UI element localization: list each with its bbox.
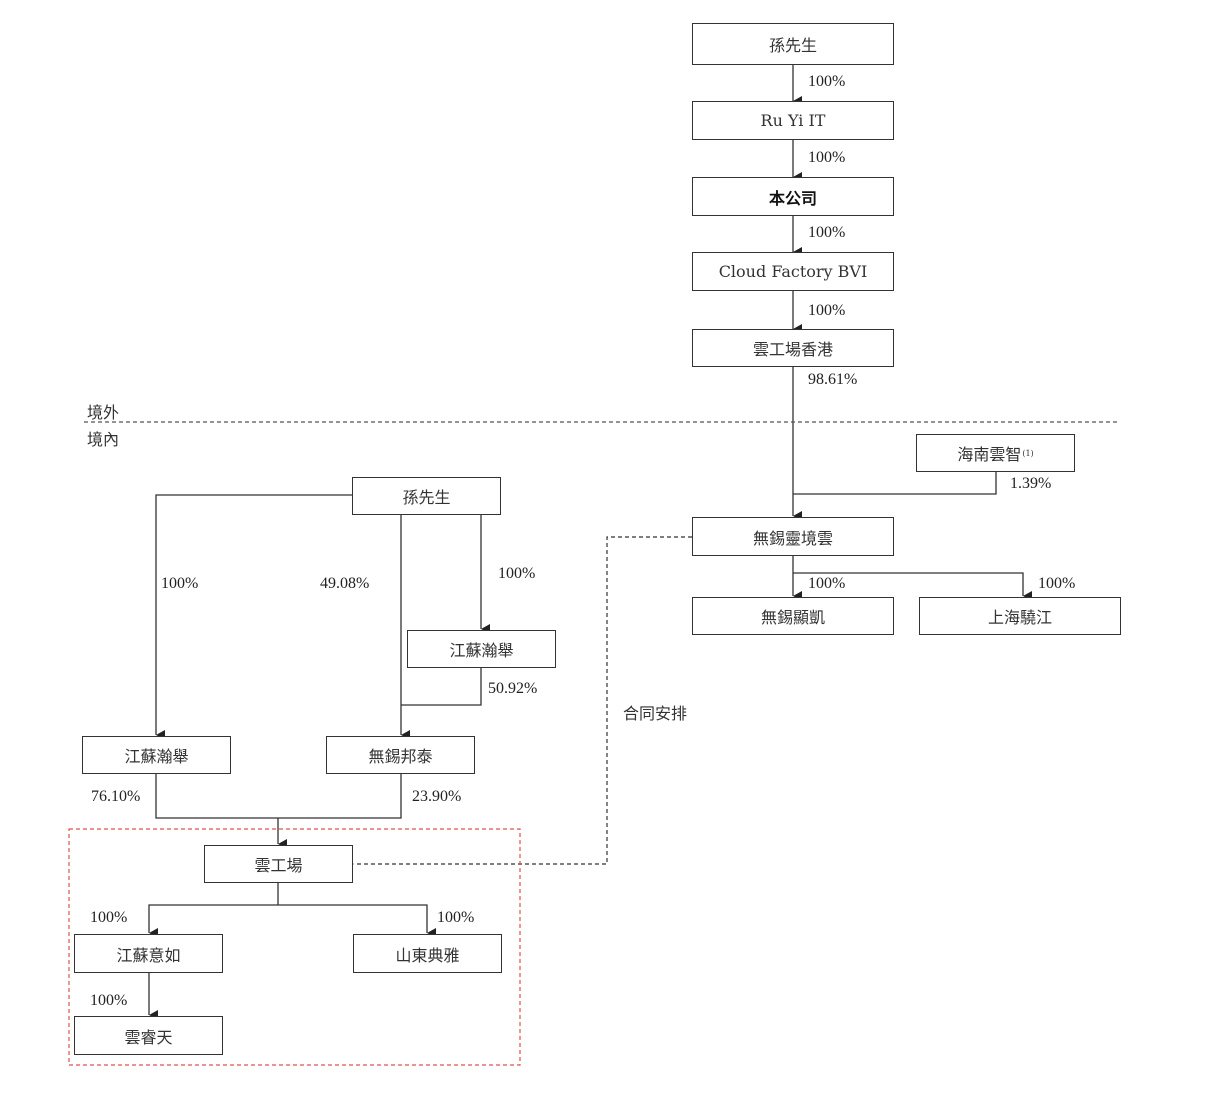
pct-company-bvi: 100%	[808, 224, 846, 241]
edge-hainan-lingjingyun	[793, 472, 997, 495]
pct-sun-bangtai: 49.08%	[320, 575, 370, 592]
node-mr-sun-offshore: 孫先生	[692, 23, 894, 65]
edge-hanju-upper-bangtai	[401, 668, 482, 706]
pct-yiru-yunruitian: 100%	[90, 992, 128, 1009]
pct-hk-lingjingyun: 98.61%	[808, 371, 858, 388]
onshore-label: 境內	[87, 430, 120, 449]
contract-arrangement-label: 合同安排	[623, 704, 688, 723]
node-yungongchang-hk: 雲工場香港	[692, 329, 894, 367]
offshore-label: 境外	[87, 403, 120, 422]
edge-yungongchang-dianya	[278, 904, 436, 938]
node-jiangsu-hanju-upper: 江蘇瀚舉	[407, 630, 556, 668]
node-hainan-yunzhi-label: 海南雲智	[957, 445, 1022, 464]
pct-hainan-lingjingyun: 1.39%	[1010, 475, 1052, 492]
node-wuxi-lingjingyun: 無錫靈境雲	[692, 517, 894, 556]
node-yungongchang: 雲工場	[204, 845, 353, 883]
edge-contractual-arrangement	[345, 536, 692, 869]
node-wuxi-xiankai: 無錫顯凱	[692, 597, 894, 635]
node-yunruitian: 雲睿天	[74, 1016, 223, 1055]
pct-sun-hanju-upper: 100%	[498, 565, 536, 582]
edge-hanju-yungongchang	[155, 774, 402, 819]
edge-yungongchang-yiru	[148, 904, 278, 938]
pct-lingjingyun-xiankai: 100%	[808, 575, 846, 592]
pct-sun-ruyi: 100%	[808, 73, 846, 90]
node-ruyi-it: Ru Yi IT	[692, 101, 894, 140]
pct-bvi-hk: 100%	[808, 302, 846, 319]
footnote-marker: (1)	[1022, 448, 1034, 458]
node-jiangsu-hanju-lower: 江蘇瀚舉	[82, 736, 231, 774]
pct-hanju-upper-bangtai: 50.92%	[488, 680, 538, 697]
pct-hanju-yungongchang: 76.10%	[91, 788, 141, 805]
edge-sun-hanju-lower	[155, 494, 353, 740]
node-cloud-factory-bvi: Cloud Factory BVI	[692, 252, 894, 291]
node-company: 本公司	[692, 177, 894, 216]
pct-bangtai-yungongchang: 23.90%	[412, 788, 462, 805]
node-shanghai-xiaojiang: 上海驍江	[919, 597, 1121, 635]
consolidated-entities-box	[68, 828, 521, 1066]
pct-yungongchang-dianya: 100%	[437, 909, 475, 926]
node-jiangsu-yiru: 江蘇意如	[74, 934, 223, 973]
node-wuxi-bangtai: 無錫邦泰	[326, 736, 475, 774]
pct-lingjingyun-xiaojiang: 100%	[1038, 575, 1076, 592]
pct-ruyi-company: 100%	[808, 149, 846, 166]
node-shandong-dianya: 山東典雅	[353, 934, 502, 973]
pct-yungongchang-yiru: 100%	[90, 909, 128, 926]
node-hainan-yunzhi: 海南雲智(1)	[916, 434, 1075, 472]
pct-sun-hanju-lower: 100%	[161, 575, 199, 592]
edge-lingjingyun-xiaojiang	[793, 572, 1032, 601]
node-mr-sun-onshore: 孫先生	[352, 477, 501, 515]
